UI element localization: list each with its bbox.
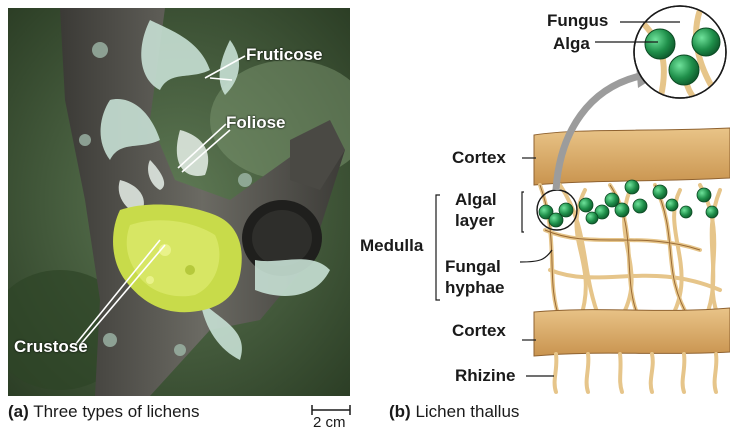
label-crustose: Crustose [14, 337, 88, 357]
caption-b-text: Lichen thallus [415, 402, 519, 421]
caption-a: (a) Three types of lichens [8, 402, 200, 422]
label-fruticose: Fruticose [246, 45, 323, 65]
label-fungus: Fungus [547, 11, 608, 31]
caption-a-letter: (a) [8, 402, 29, 421]
caption-b: (b) Lichen thallus [389, 402, 519, 422]
label-medulla: Medulla [360, 236, 423, 256]
label-foliose: Foliose [226, 113, 286, 133]
caption-b-letter: (b) [389, 402, 411, 421]
label-rhizine: Rhizine [455, 366, 515, 386]
scale-bar-label: 2 cm [313, 414, 346, 431]
label-alga: Alga [553, 34, 590, 54]
label-cortex-top: Cortex [452, 148, 506, 168]
caption-a-text: Three types of lichens [33, 402, 199, 421]
label-fungal-hyphae-2: hyphae [445, 278, 505, 298]
label-algal-layer-2: layer [455, 211, 495, 231]
label-algal-layer-1: Algal [455, 190, 497, 210]
label-cortex-bottom: Cortex [452, 321, 506, 341]
label-fungal-hyphae-1: Fungal [445, 257, 501, 277]
